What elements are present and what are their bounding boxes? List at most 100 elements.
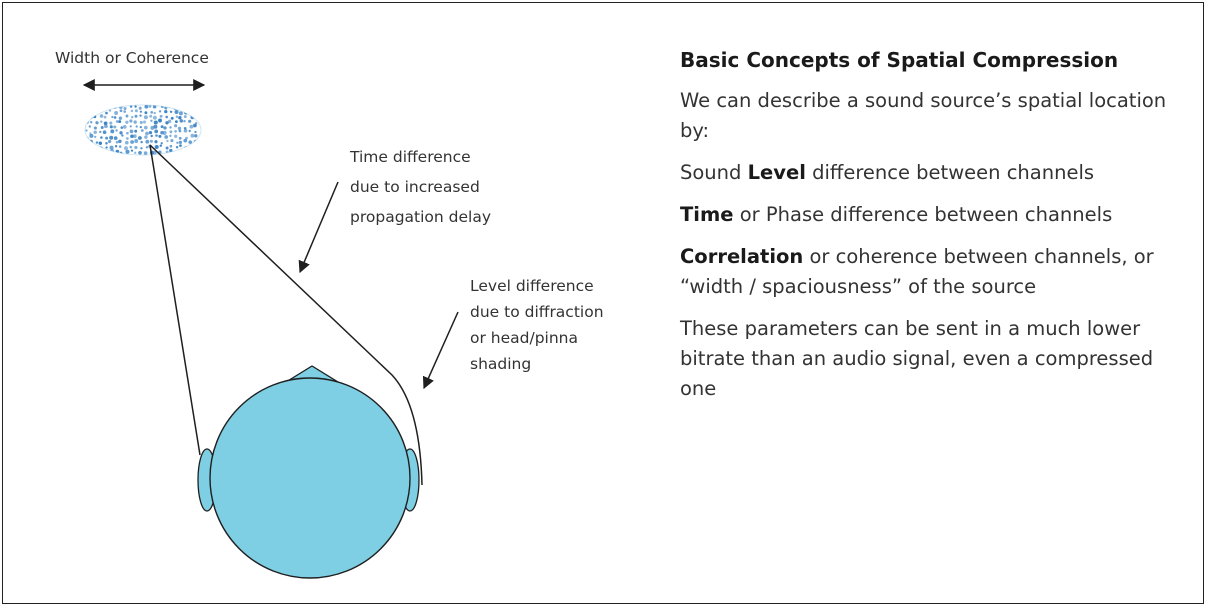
source-dot <box>194 134 198 138</box>
source-dot <box>109 121 113 125</box>
source-dot <box>188 129 191 133</box>
level-item-pre: Sound <box>680 161 748 184</box>
source-dot <box>118 139 122 144</box>
source-dot <box>104 105 109 108</box>
source-dot <box>89 120 93 124</box>
source-dot <box>163 126 167 130</box>
source-dot <box>92 110 97 115</box>
source-dot <box>145 131 149 136</box>
source-dot <box>159 114 163 118</box>
level-label-line: or head/pinna <box>470 329 578 347</box>
source-dot <box>154 144 159 150</box>
source-dot <box>120 126 124 129</box>
source-dot <box>143 151 148 155</box>
text-panel: Basic Concepts of Spatial Compression We… <box>680 48 1185 416</box>
source-dot <box>158 134 162 138</box>
time-item-post: or Phase difference between channels <box>733 203 1113 226</box>
source-dot <box>125 120 129 124</box>
source-dot <box>89 111 93 115</box>
source-dot <box>97 109 102 113</box>
source-dot <box>183 115 187 119</box>
source-dot <box>150 111 154 114</box>
source-dot <box>98 149 101 153</box>
source-dot <box>154 140 158 144</box>
source-dot <box>170 116 174 120</box>
source-dot <box>137 136 142 140</box>
source-dot <box>169 126 172 129</box>
source-dot <box>129 145 133 149</box>
source-dot <box>194 107 197 110</box>
source-dot <box>85 144 88 148</box>
source-dot <box>152 150 157 155</box>
source-dot <box>85 105 88 109</box>
source-dot <box>95 121 99 125</box>
source-dot <box>154 129 159 134</box>
source-dot <box>134 114 138 118</box>
source-dot <box>104 124 108 129</box>
source-dot <box>134 129 138 133</box>
level-item-bold: Level <box>747 161 806 184</box>
time-label-line: Time difference <box>349 148 471 166</box>
source-dot <box>180 106 185 110</box>
source-dot <box>178 151 182 154</box>
source-dot <box>153 111 156 115</box>
source-dot <box>160 125 164 129</box>
source-dot <box>105 146 108 149</box>
source-dot <box>93 126 97 130</box>
source-dot <box>169 148 173 153</box>
source-dot <box>85 114 89 119</box>
source-dot <box>159 144 162 147</box>
source-dot <box>123 106 127 111</box>
source-dot <box>155 134 158 137</box>
source-dot <box>129 119 133 123</box>
source-dot <box>184 105 188 108</box>
source-dot <box>152 115 157 120</box>
source-dot <box>145 139 150 144</box>
source-dot <box>140 140 143 144</box>
source-dot <box>164 135 169 139</box>
source-dot <box>107 139 112 144</box>
source-dot <box>118 120 122 124</box>
source-dot <box>107 105 113 108</box>
source-dot <box>143 125 148 130</box>
source-dot <box>170 139 174 143</box>
source-dot <box>183 138 188 143</box>
source-dot <box>178 129 182 133</box>
spatial-diagram: Width or Coherence Time difference due t… <box>55 49 604 579</box>
source-dot <box>105 142 108 145</box>
source-dot <box>179 144 182 147</box>
source-dot <box>138 150 142 155</box>
source-dot <box>89 133 94 138</box>
source-dot <box>176 151 179 155</box>
source-dot <box>193 144 198 150</box>
source-dot <box>87 150 92 155</box>
source-dot <box>109 145 114 150</box>
source-dot <box>134 151 137 154</box>
source-dot <box>183 129 188 133</box>
source-dot <box>134 145 138 150</box>
sound-path-left <box>149 144 201 456</box>
source-dot <box>144 111 148 115</box>
source-dot <box>85 110 88 113</box>
correlation-item: Correlation or coherence between channel… <box>680 242 1185 302</box>
level-item: Sound Level difference between channels <box>680 158 1185 188</box>
source-dot <box>85 129 88 132</box>
source-dot <box>102 149 107 154</box>
source-dot <box>190 146 195 151</box>
source-dot <box>123 110 127 113</box>
source-dot <box>175 120 178 123</box>
source-dot <box>99 105 104 108</box>
source-dot <box>130 140 135 144</box>
source-dot <box>178 136 182 140</box>
source-dot <box>113 136 118 140</box>
source-dot <box>169 144 173 148</box>
source-dot <box>178 140 183 145</box>
closing-text: These parameters can be sent in a much l… <box>680 317 1154 400</box>
source-dot <box>105 111 108 115</box>
level-item-post: difference between channels <box>805 161 1095 184</box>
source-dot <box>94 105 98 109</box>
listener-head <box>197 365 420 579</box>
source-dot <box>140 147 143 150</box>
source-dot <box>193 123 197 128</box>
